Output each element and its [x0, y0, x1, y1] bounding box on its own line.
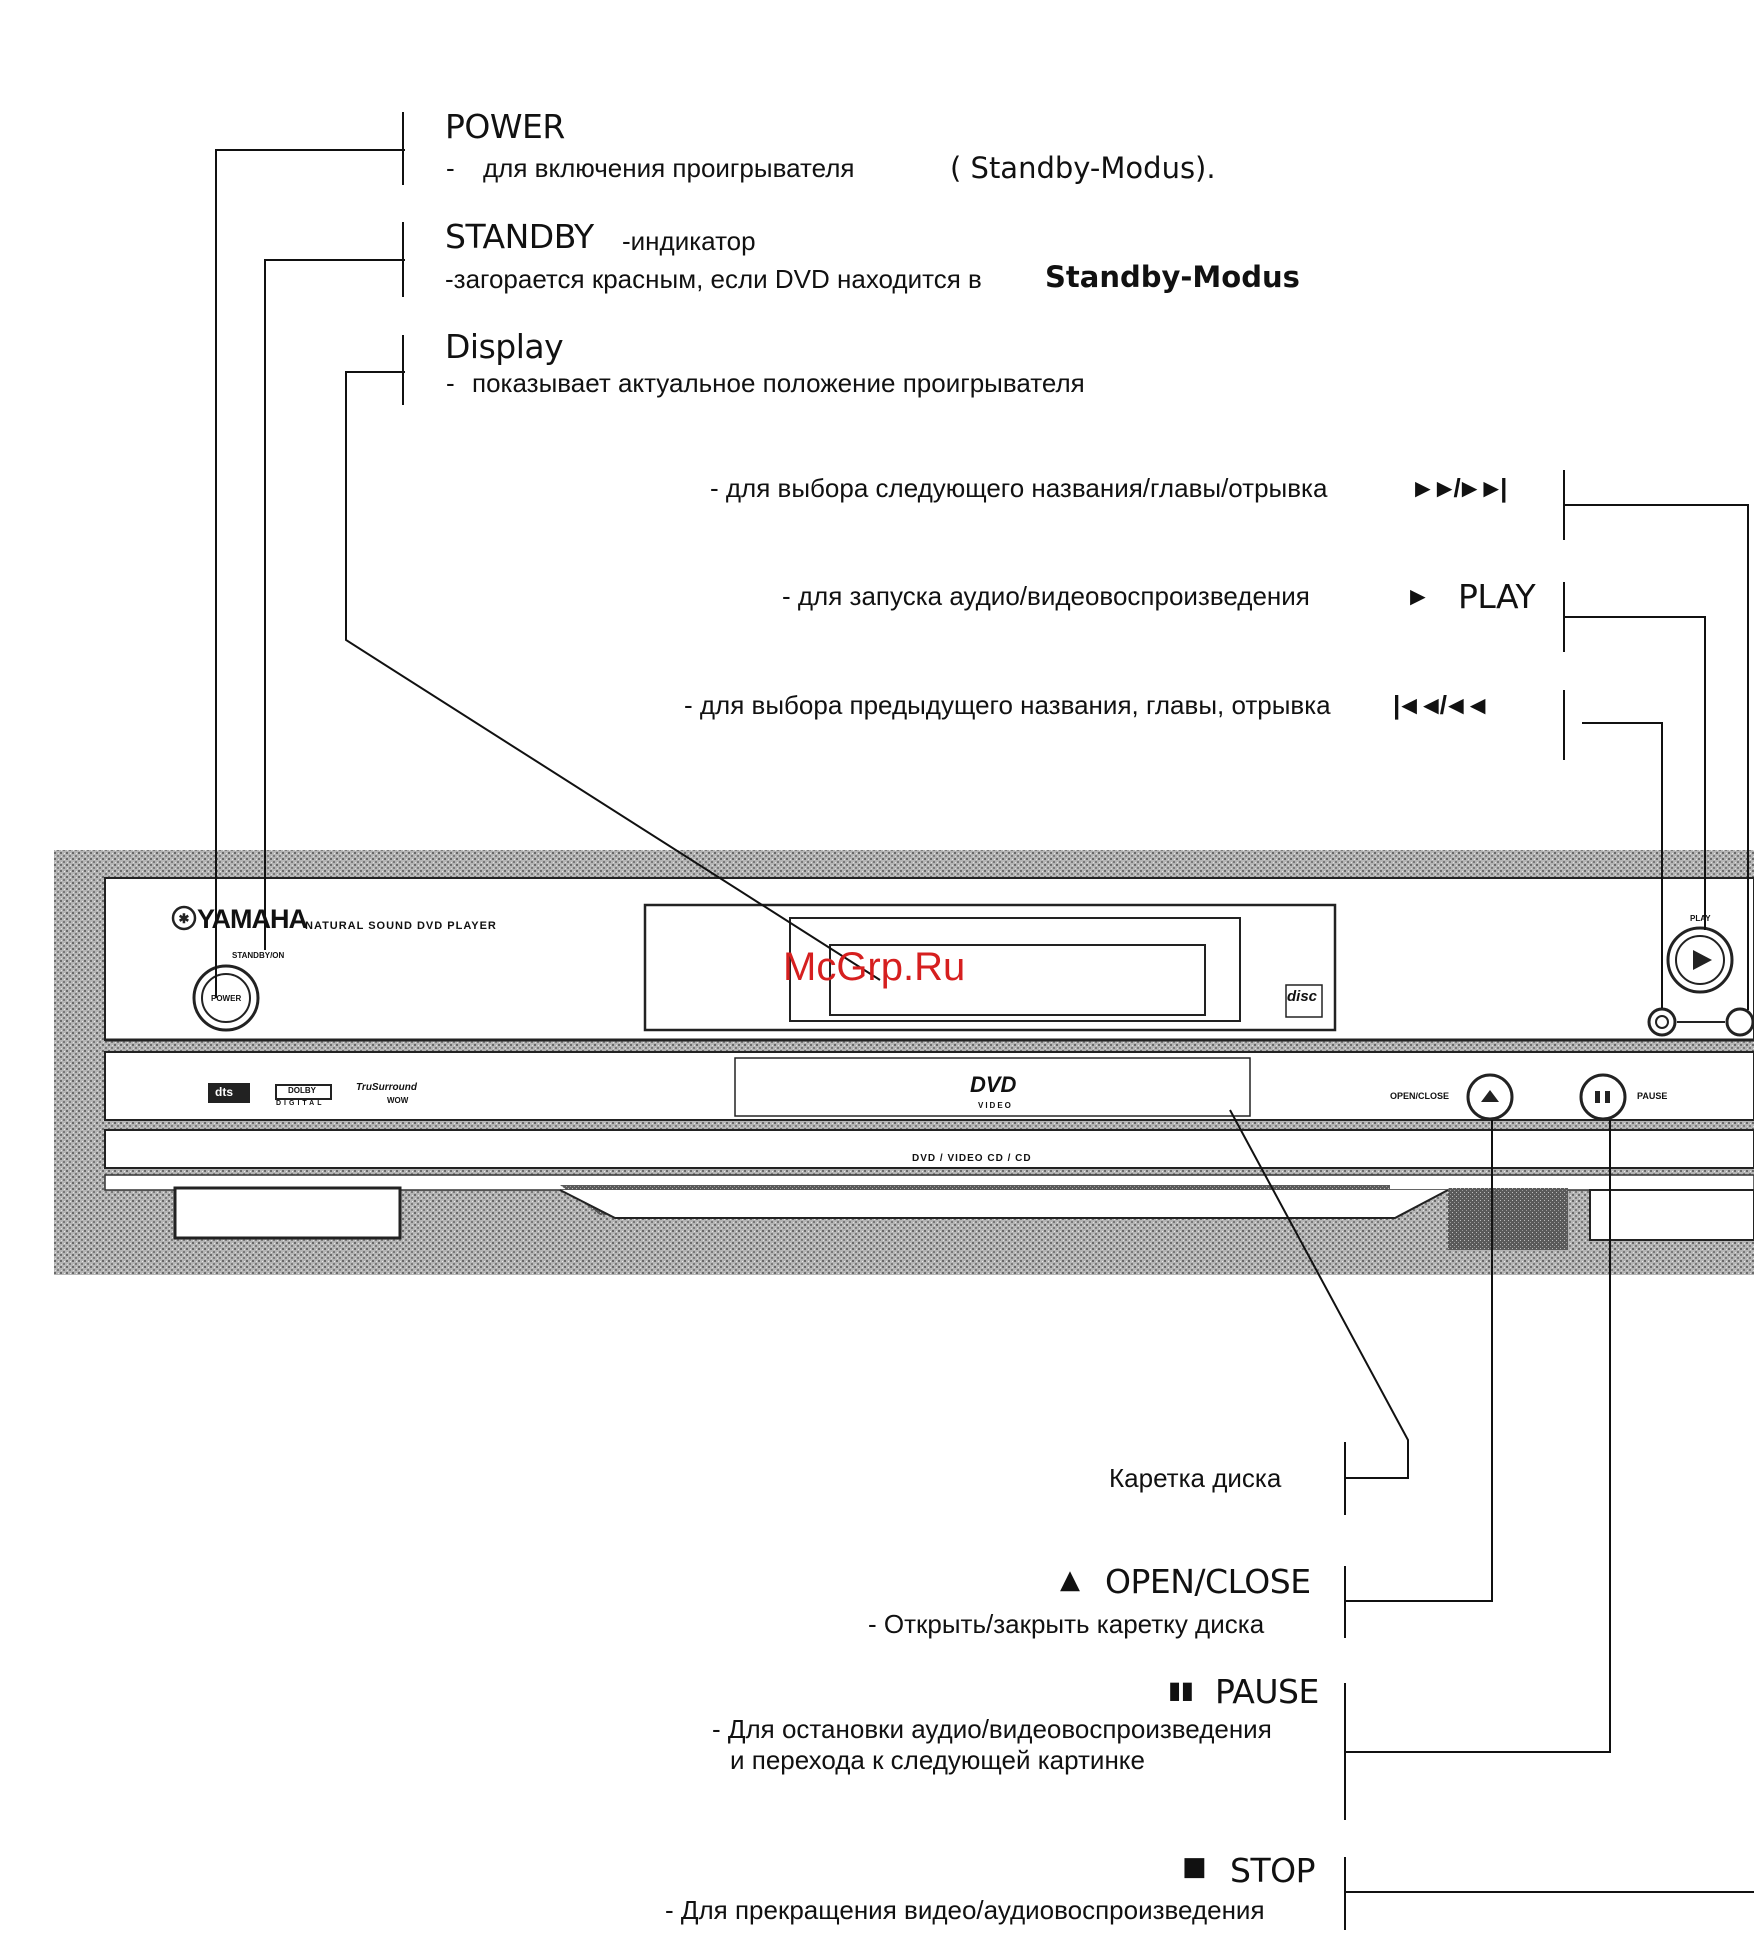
display-dash: -: [446, 368, 455, 398]
standby-label: STANDBY/ON: [232, 951, 285, 960]
open-close-symbol: ▲: [1060, 1565, 1080, 1595]
standby-leader-line: [264, 259, 405, 950]
pause-description-1: - Для остановки аудио/видеовоспроизведен…: [712, 1714, 1272, 1744]
pause-symbol: ▮▮: [1168, 1676, 1194, 1704]
power-title: POWER: [445, 107, 565, 146]
open-close-button-label: OPEN/CLOSE: [1390, 1091, 1450, 1101]
pause-leader-line: [1345, 1120, 1611, 1753]
callout-lines: [215, 112, 1754, 1930]
pause-button-label: PAUSE: [1637, 1091, 1668, 1101]
play-leader-line: [1564, 616, 1706, 930]
trusurround-logo: TruSurround: [356, 1082, 417, 1093]
power-leader-line: [215, 149, 405, 998]
next-leader-line: [1564, 504, 1749, 1010]
trusurround-logo-sub: WOW: [387, 1096, 409, 1105]
stop-symbol: ■: [1182, 1852, 1207, 1882]
prev-description: - для выбора предыдущего названия, главы…: [684, 690, 1331, 720]
tray-leader-line: [1229, 1109, 1409, 1479]
display-title: Display: [445, 327, 564, 366]
dolby-logo-sub: DIGITAL: [276, 1100, 325, 1107]
power-description: для включения проигрывателя: [483, 153, 855, 183]
play-button-label: PLAY: [1690, 914, 1711, 923]
display-description: показывает актуальное положение проигрыв…: [472, 368, 1085, 398]
next-description: - для выбора следующего названия/главы/о…: [710, 473, 1328, 503]
dts-logo: dts: [215, 1085, 233, 1099]
standby-suffix: -индикатор: [622, 226, 756, 256]
tray-description: Каретка диска: [1109, 1463, 1282, 1493]
power-standby-mode: ( Standby-Modus).: [950, 151, 1216, 185]
brand-logo: YAMAHA: [197, 904, 308, 934]
dvd-player-front-panel: ✱: [54, 850, 1754, 1275]
stop-description: - Для прекращения видео/аудиовоспроизвед…: [665, 1895, 1265, 1925]
dvd-video-logo: DVD: [970, 1072, 1017, 1097]
svg-text:✱: ✱: [179, 911, 190, 926]
compact-disc-logo: disc: [1287, 988, 1318, 1005]
standby-description: -загорается красным, если DVD находится …: [445, 264, 982, 294]
power-button-label: POWER: [211, 994, 242, 1003]
prev-leader-line: [1582, 722, 1663, 1008]
display-leader-line: [345, 371, 881, 981]
open-close-leader-line: [1345, 1120, 1493, 1602]
next-symbol: ►►/►►|: [1410, 473, 1507, 503]
dolby-logo: DOLBY: [288, 1086, 316, 1095]
play-symbol: ►: [1405, 581, 1431, 611]
pause-title: PAUSE: [1215, 1672, 1319, 1711]
prev-symbol: |◄◄/◄◄: [1393, 690, 1490, 720]
formats-label: DVD / VIDEO CD / CD: [912, 1153, 1032, 1164]
model-name: NATURAL SOUND DVD PLAYER: [305, 920, 497, 932]
stop-title: STOP: [1230, 1851, 1315, 1890]
play-title: PLAY: [1458, 577, 1536, 616]
play-description: - для запуска аудио/видеовоспроизведения: [782, 581, 1310, 611]
standby-mode-bold: Standby-Modus: [1045, 260, 1300, 294]
standby-title: STANDBY: [445, 217, 594, 256]
power-dash: -: [446, 153, 455, 183]
dvd-video-logo-sub: VIDEO: [978, 1101, 1013, 1110]
open-close-title: OPEN/CLOSE: [1105, 1562, 1311, 1601]
watermark: McGrp.Ru: [783, 945, 966, 989]
open-close-description: - Открыть/закрыть каретку диска: [868, 1609, 1265, 1639]
pause-description-2: и перехода к следующей картинке: [730, 1745, 1145, 1775]
